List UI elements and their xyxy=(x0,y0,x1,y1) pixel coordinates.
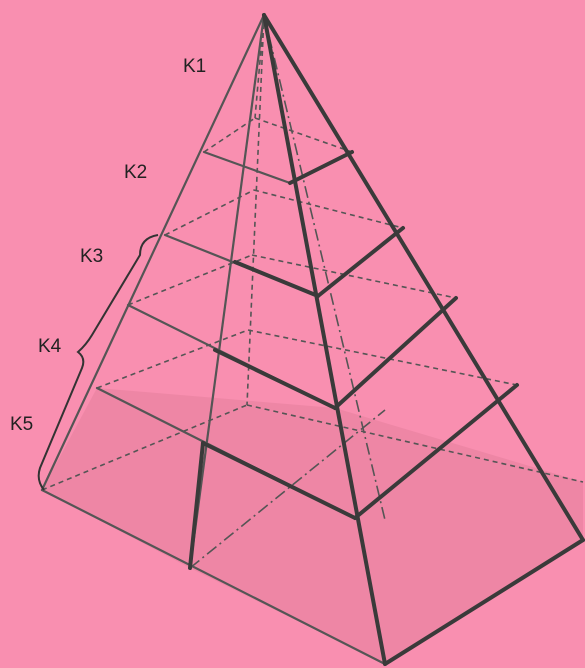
base-level-shading xyxy=(42,388,583,664)
levels-brace xyxy=(37,234,159,491)
level-label-k5: K5 xyxy=(10,414,33,435)
level-label-k4: K4 xyxy=(38,336,62,357)
level-label-k1: K1 xyxy=(183,56,206,77)
hidden-edges xyxy=(41,14,584,491)
level-label-k2: K2 xyxy=(124,162,147,183)
front-face-edges xyxy=(188,13,585,666)
level-label-k3: K3 xyxy=(80,246,103,267)
